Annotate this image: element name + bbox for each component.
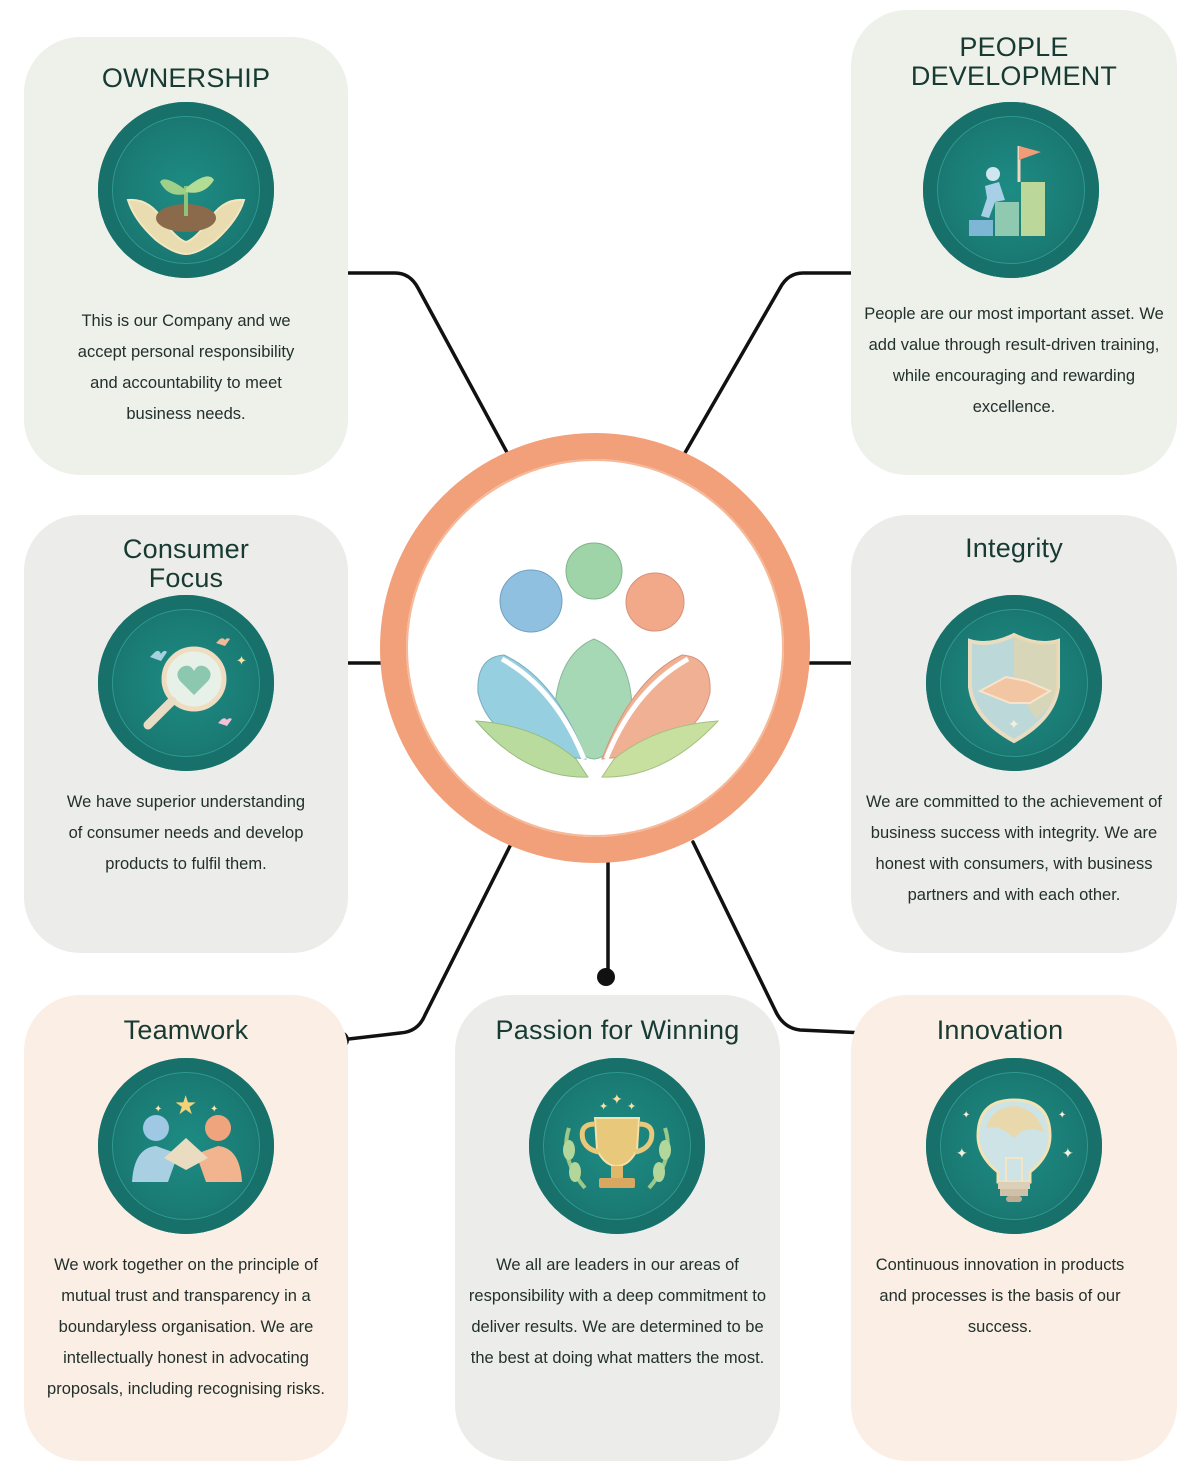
card-text: We are committed to the achievement of b…	[866, 793, 1162, 904]
card-title: Integrity	[965, 533, 1063, 563]
shield-handshake-icon: ✦	[926, 595, 1102, 771]
card-title: OWNERSHIP	[101, 63, 271, 93]
card-teamwork: Teamwork ★ ✦ ✦ We work together on the p…	[24, 995, 348, 1461]
card-integrity: Integrity ✦ We are committed to the achi…	[851, 515, 1177, 953]
card-title-line2: Focus	[148, 563, 224, 593]
card-text: We work together on the principle of mut…	[47, 1256, 325, 1398]
lightbulb-icon: ✦ ✦ ✦ ✦	[926, 1058, 1102, 1234]
card-text: Continuous innovation in products and pr…	[875, 1256, 1125, 1336]
card-text: This is our Company and we accept person…	[77, 312, 295, 423]
plant-in-hands-icon	[98, 102, 274, 278]
card-title-line2: DEVELOPMENT	[910, 61, 1118, 91]
svg-text:✦: ✦	[599, 1100, 608, 1113]
card-text: We have superior understanding of consum…	[66, 793, 306, 873]
svg-text:✦: ✦	[1008, 717, 1020, 733]
card-title-line1: PEOPLE	[959, 32, 1069, 62]
card-text: People are our most important asset. We …	[864, 305, 1164, 416]
svg-text:✦: ✦	[236, 654, 247, 669]
trophy-laurel-icon: ✦ ✦ ✦	[529, 1058, 705, 1234]
svg-text:✦: ✦	[1058, 1110, 1066, 1121]
center-ring	[380, 433, 810, 863]
svg-text:✦: ✦	[1062, 1146, 1074, 1162]
joined-hands-star-icon: ★ ✦ ✦	[98, 1058, 274, 1234]
card-consumer-focus: Consumer Focus ✦ We have superior unders…	[24, 515, 348, 953]
svg-text:✦: ✦	[154, 1104, 162, 1115]
magnifier-heart-icon: ✦	[98, 595, 274, 771]
svg-text:✦: ✦	[627, 1100, 636, 1113]
card-title: Innovation	[936, 1015, 1064, 1045]
card-text: We all are leaders in our areas of respo…	[468, 1256, 767, 1367]
card-title: Passion for Winning	[495, 1015, 740, 1045]
card-title: Teamwork	[123, 1015, 249, 1045]
svg-text:✦: ✦	[962, 1110, 970, 1121]
svg-text:✦: ✦	[956, 1146, 968, 1162]
three-people-leaves-icon	[474, 542, 720, 778]
card-title-line1: Consumer	[122, 534, 250, 564]
card-innovation: Innovation ✦ ✦ ✦ ✦ Continuous innovation…	[851, 995, 1177, 1461]
svg-text:★: ★	[174, 1091, 197, 1121]
climbing-steps-flag-icon	[923, 102, 1099, 278]
card-people-development: PEOPLE DEVELOPMENT People are our most i…	[851, 10, 1177, 475]
svg-text:✦: ✦	[210, 1104, 218, 1115]
svg-text:✦: ✦	[611, 1092, 623, 1108]
card-passion-for-winning: Passion for Winning ✦ ✦ ✦ We all are lea…	[455, 995, 780, 1461]
card-ownership: OWNERSHIP This is our Company and we acc…	[24, 37, 348, 475]
